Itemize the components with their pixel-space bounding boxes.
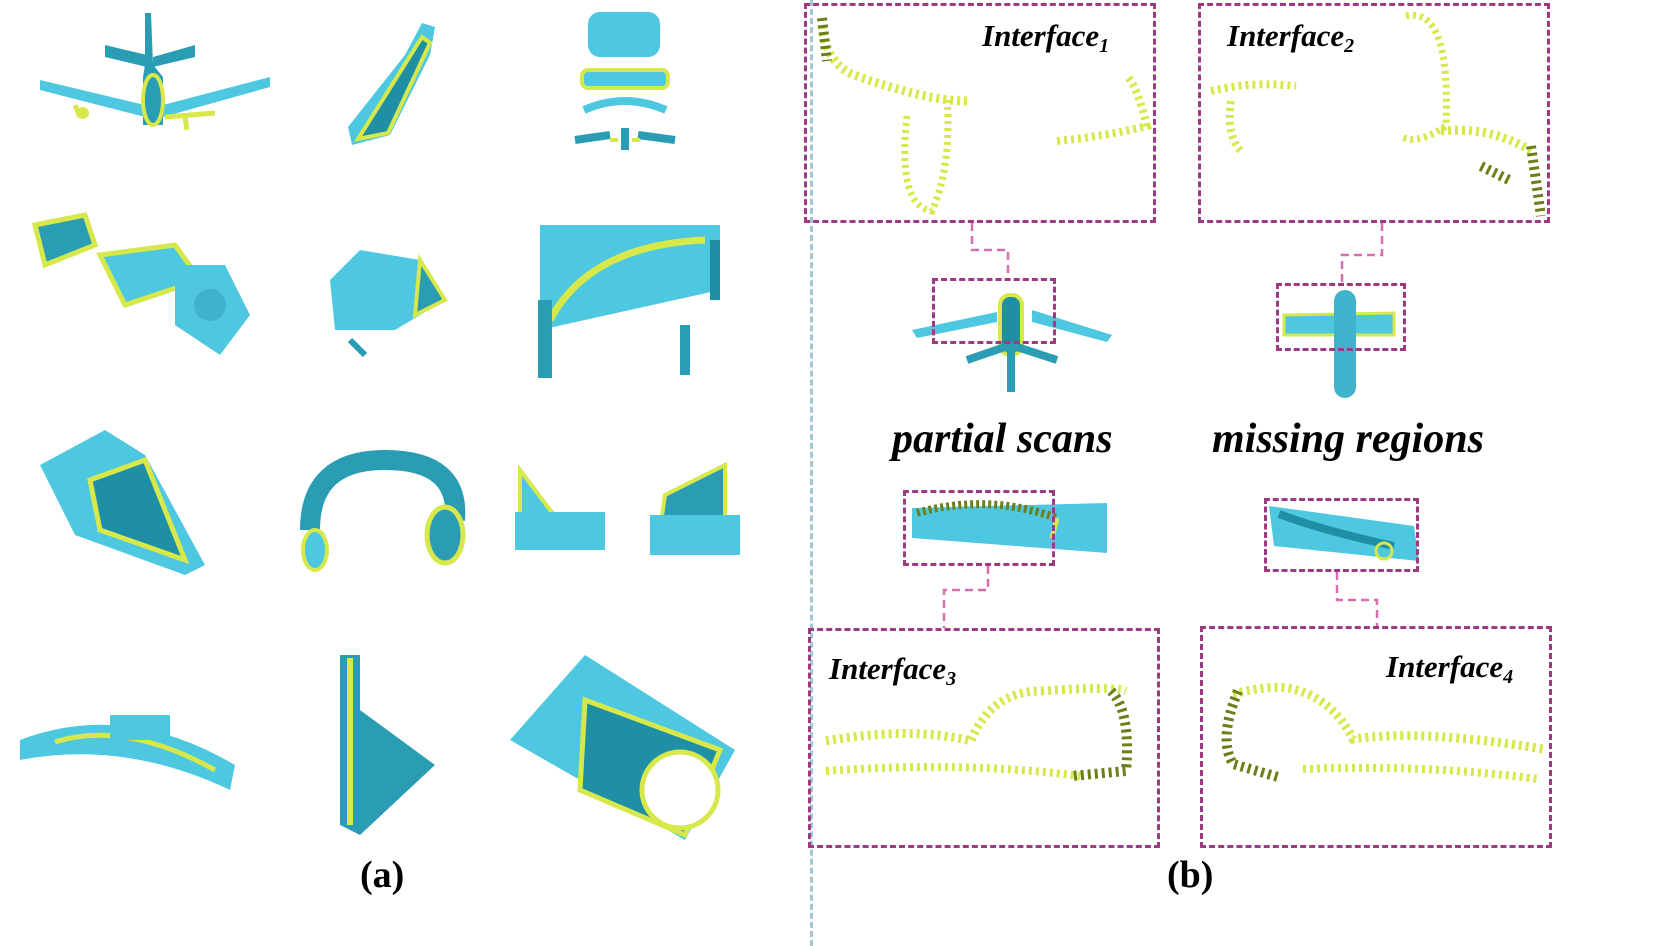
interface-4-box: Interface4 — [1200, 626, 1552, 848]
panel-a: (a) — [0, 0, 810, 946]
airplane-pointcloud — [35, 5, 275, 145]
missing-region-airplane — [1274, 285, 1404, 400]
label-partial-scans: partial scans — [892, 416, 1113, 462]
vessel-pointcloud — [35, 425, 215, 585]
callout-box-4 — [1264, 498, 1419, 572]
lamp-pointcloud — [320, 240, 450, 360]
panel-b-caption: (b) — [1167, 854, 1214, 896]
interface-2-box: Interface2 — [1198, 3, 1550, 223]
label-missing-regions: missing regions — [1212, 416, 1484, 462]
interface-2-title: Interface2 — [1227, 18, 1355, 57]
corner-pointcloud — [330, 650, 440, 840]
vehicle-pointcloud — [25, 205, 255, 365]
chair-parts-pointcloud — [510, 460, 740, 580]
connector-lines — [942, 223, 1384, 628]
partial-scan-airplane — [907, 280, 1117, 395]
bench-pointcloud — [15, 690, 240, 800]
box-pointcloud — [505, 650, 740, 845]
chair-pointcloud — [570, 10, 680, 160]
headphones-pointcloud — [290, 449, 480, 580]
table-pointcloud — [530, 220, 730, 380]
panel-b: Interface1 Interface2 — [804, 0, 1661, 946]
interface-1-title: Interface1 — [982, 18, 1110, 57]
interface-3-box: Interface3 — [808, 628, 1160, 848]
callout-box-1 — [932, 278, 1056, 344]
panel-divider — [810, 0, 813, 946]
callout-box-2 — [1276, 283, 1406, 351]
interface-1-box: Interface1 — [804, 3, 1156, 223]
missing-region-car — [1264, 496, 1424, 568]
callout-box-3 — [903, 490, 1055, 566]
panel-a-caption: (a) — [360, 854, 405, 896]
interface-3-title: Interface3 — [829, 651, 957, 690]
interface-4-title: Interface4 — [1386, 649, 1514, 688]
guitar-pointcloud — [330, 15, 450, 150]
